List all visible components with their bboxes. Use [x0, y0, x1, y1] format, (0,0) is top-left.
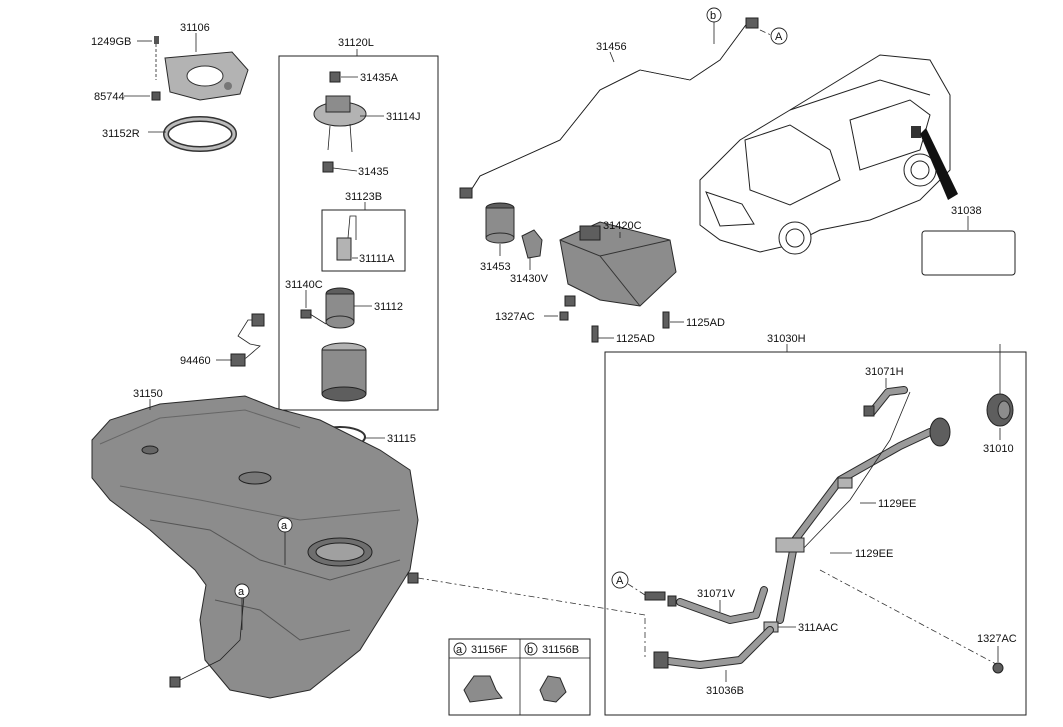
bolt-1125ad-b — [591, 325, 599, 343]
label-94460: 94460 — [180, 355, 211, 367]
label-31071v: 31071V — [697, 588, 736, 600]
sender-plate-31106 — [164, 51, 249, 101]
nut-1327ac-top — [559, 311, 569, 321]
vapor-hose-31456 — [459, 17, 759, 199]
filler-neck-box — [604, 351, 1027, 716]
bolt-1125ad-a — [662, 311, 670, 329]
label-1327ac-right: 1327AC — [977, 633, 1017, 645]
gasket-ring-31152r — [163, 116, 237, 152]
label-31010: 31010 — [983, 443, 1014, 455]
hose-31071v — [644, 586, 768, 624]
label-31150: 31150 — [133, 388, 163, 400]
label-85744: 85744 — [94, 91, 125, 103]
label-31038: 31038 — [951, 205, 982, 217]
label-31071h: 31071H — [865, 366, 904, 378]
label-31435: 31435 — [358, 166, 389, 178]
label-1125ad-a: 1125AD — [686, 317, 725, 329]
label-31115: 31115 — [387, 433, 416, 445]
filler-hose-31036b — [653, 626, 774, 669]
label-31456: 31456 — [596, 41, 627, 53]
label-31120l: 31120L — [338, 37, 374, 49]
svg-text:A: A — [616, 575, 624, 587]
label-31156b: 31156B — [542, 644, 579, 656]
label-31453: 31453 — [480, 261, 511, 273]
bracket-31430v — [521, 229, 543, 259]
svg-text:a: a — [456, 644, 463, 656]
label-31030h: 31030H — [767, 333, 806, 345]
fuel-pump-31111a — [336, 215, 357, 261]
label-1327ac-top: 1327AC — [495, 311, 535, 323]
label-31156f: 31156F — [471, 644, 508, 656]
pump-module-box — [278, 55, 439, 411]
clip-31140c — [300, 309, 327, 325]
fuel-tank-31150 — [91, 395, 419, 699]
label-31123b: 31123B — [345, 191, 382, 203]
filter-31453 — [485, 202, 515, 244]
label-31114j: 31114J — [386, 111, 420, 123]
label-1249gb: 1249GB — [91, 36, 131, 48]
label-31435a: 31435A — [360, 72, 399, 84]
reservoir-cup — [321, 342, 367, 402]
pump-flange-31114j — [313, 71, 367, 173]
label-plate-31038 — [921, 230, 1016, 276]
label-1129ee-b: 1129EE — [855, 548, 893, 560]
label-31112: 31112 — [374, 301, 403, 313]
pump-subassembly-box — [321, 209, 406, 272]
label-31152r: 31152R — [102, 128, 140, 140]
hose-31071h — [863, 386, 908, 417]
svg-text:b: b — [527, 644, 533, 656]
callout-a-tank-2: a — [234, 583, 250, 630]
filter-31112 — [325, 287, 355, 329]
svg-text:b: b — [710, 10, 716, 22]
callout-A-filler: A — [611, 571, 646, 596]
label-31430v: 31430V — [510, 273, 549, 285]
callout-b-hose: b — [706, 7, 722, 44]
canister-31420c — [559, 221, 677, 307]
screw-1249gb — [154, 36, 159, 80]
vehicle-illustration — [699, 54, 958, 255]
fuel-cap-31010 — [986, 344, 1014, 427]
nut-1327ac-right — [992, 662, 1004, 674]
filler-neck-pipe — [775, 391, 951, 624]
callout-a-tank-1: a — [277, 517, 293, 565]
label-31111a: 31111A — [359, 253, 395, 265]
label-311aac: 311AAC — [798, 622, 838, 634]
clip-85744 — [151, 91, 161, 101]
label-31140c: 31140C — [285, 279, 323, 291]
label-31420c: 31420C — [603, 220, 642, 232]
svg-text:A: A — [775, 31, 783, 43]
label-1125ad-b: 1125AD — [616, 333, 655, 345]
label-31036b: 31036B — [706, 685, 744, 697]
clip-legend-table: a 31156F b 31156B — [448, 638, 591, 716]
label-1129ee-a: 1129EE — [878, 498, 916, 510]
svg-text:a: a — [238, 586, 245, 598]
wiring-harness-94460 — [230, 313, 265, 367]
callout-A-hose: A — [759, 27, 788, 45]
svg-text:a: a — [281, 520, 288, 532]
label-31106: 31106 — [180, 22, 210, 34]
